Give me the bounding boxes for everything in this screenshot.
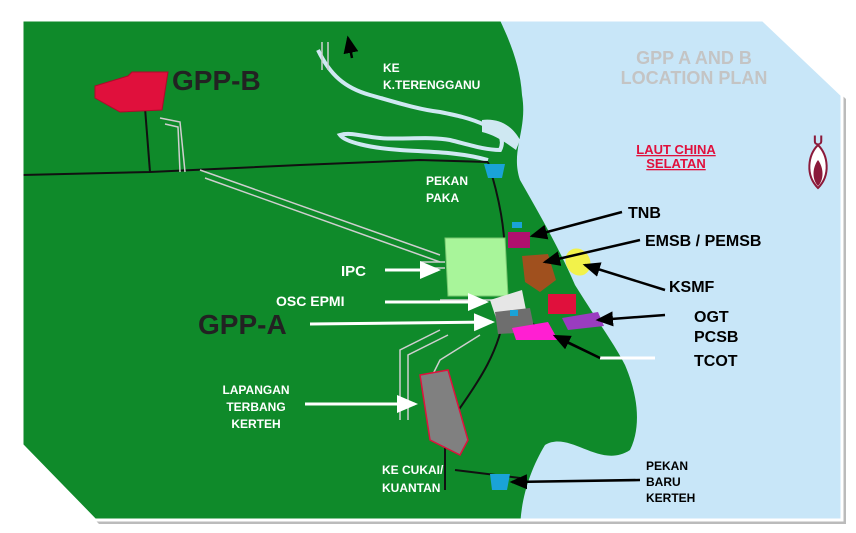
- ke-terengganu-label-2: K.TERENGGANU: [383, 78, 480, 92]
- ipc-plot: [444, 237, 509, 297]
- white-arrows: [305, 261, 655, 413]
- map-frame: [20, 18, 844, 522]
- river: [316, 49, 504, 162]
- ke-terengganu-label-1: KE: [383, 61, 400, 75]
- gpp-b-label: GPP-B: [172, 65, 261, 96]
- map-title-line1: GPP A AND B: [636, 48, 752, 68]
- ogt-label: OGT: [694, 309, 729, 326]
- ke-cukai-label-1: KE CUKAI/: [382, 463, 444, 477]
- airport-plot: [419, 369, 469, 456]
- ogt-plot: [548, 294, 576, 314]
- gpp-a-label: GPP-A: [198, 309, 287, 340]
- pekan-baru-kerteh-marker: [490, 474, 510, 490]
- tnb-plot: [508, 232, 530, 248]
- pekan-baru-label-3: KERTEH: [646, 491, 695, 505]
- north-arrow-icon: U: [808, 132, 828, 190]
- sea-label-line1: LAUT CHINA: [636, 142, 716, 157]
- ke-cukai-label-2: KUANTAN: [382, 481, 440, 495]
- map-title-line2: LOCATION PLAN: [621, 68, 768, 88]
- tnb-label: TNB: [628, 205, 661, 222]
- lapangan-label-2: TERBANG: [226, 400, 285, 414]
- pekan-baru-label-2: BARU: [646, 475, 681, 489]
- lapangan-label-3: KERTEH: [231, 417, 280, 431]
- tcot-label: TCOT: [694, 353, 738, 370]
- tcot-plot: [512, 322, 558, 340]
- osc-marker: [510, 310, 518, 316]
- osc-epmi-label: OSC EPMI: [276, 293, 344, 309]
- north-letter: U: [813, 132, 823, 148]
- sea-label-line2: SELATAN: [646, 156, 705, 171]
- river-mouth: [482, 119, 520, 150]
- pekan-baru-label-1: PEKAN: [646, 459, 688, 473]
- jetty-marker: [512, 222, 522, 228]
- black-arrows: [343, 35, 666, 490]
- lapangan-label-1: LAPANGAN: [222, 383, 289, 397]
- emsb-label: EMSB / PEMSB: [645, 233, 761, 250]
- ksmf-label: KSMF: [669, 279, 715, 296]
- pcsb-label: PCSB: [694, 329, 738, 346]
- ipc-label: IPC: [341, 263, 366, 280]
- pekan-paka-marker: [484, 164, 505, 178]
- pcsb-plot: [562, 312, 604, 330]
- land-area: [22, 20, 637, 520]
- pekan-paka-label-1: PEKAN: [426, 174, 468, 188]
- gpp-b-plot: [94, 71, 169, 113]
- pekan-paka-label-2: PAKA: [426, 191, 459, 205]
